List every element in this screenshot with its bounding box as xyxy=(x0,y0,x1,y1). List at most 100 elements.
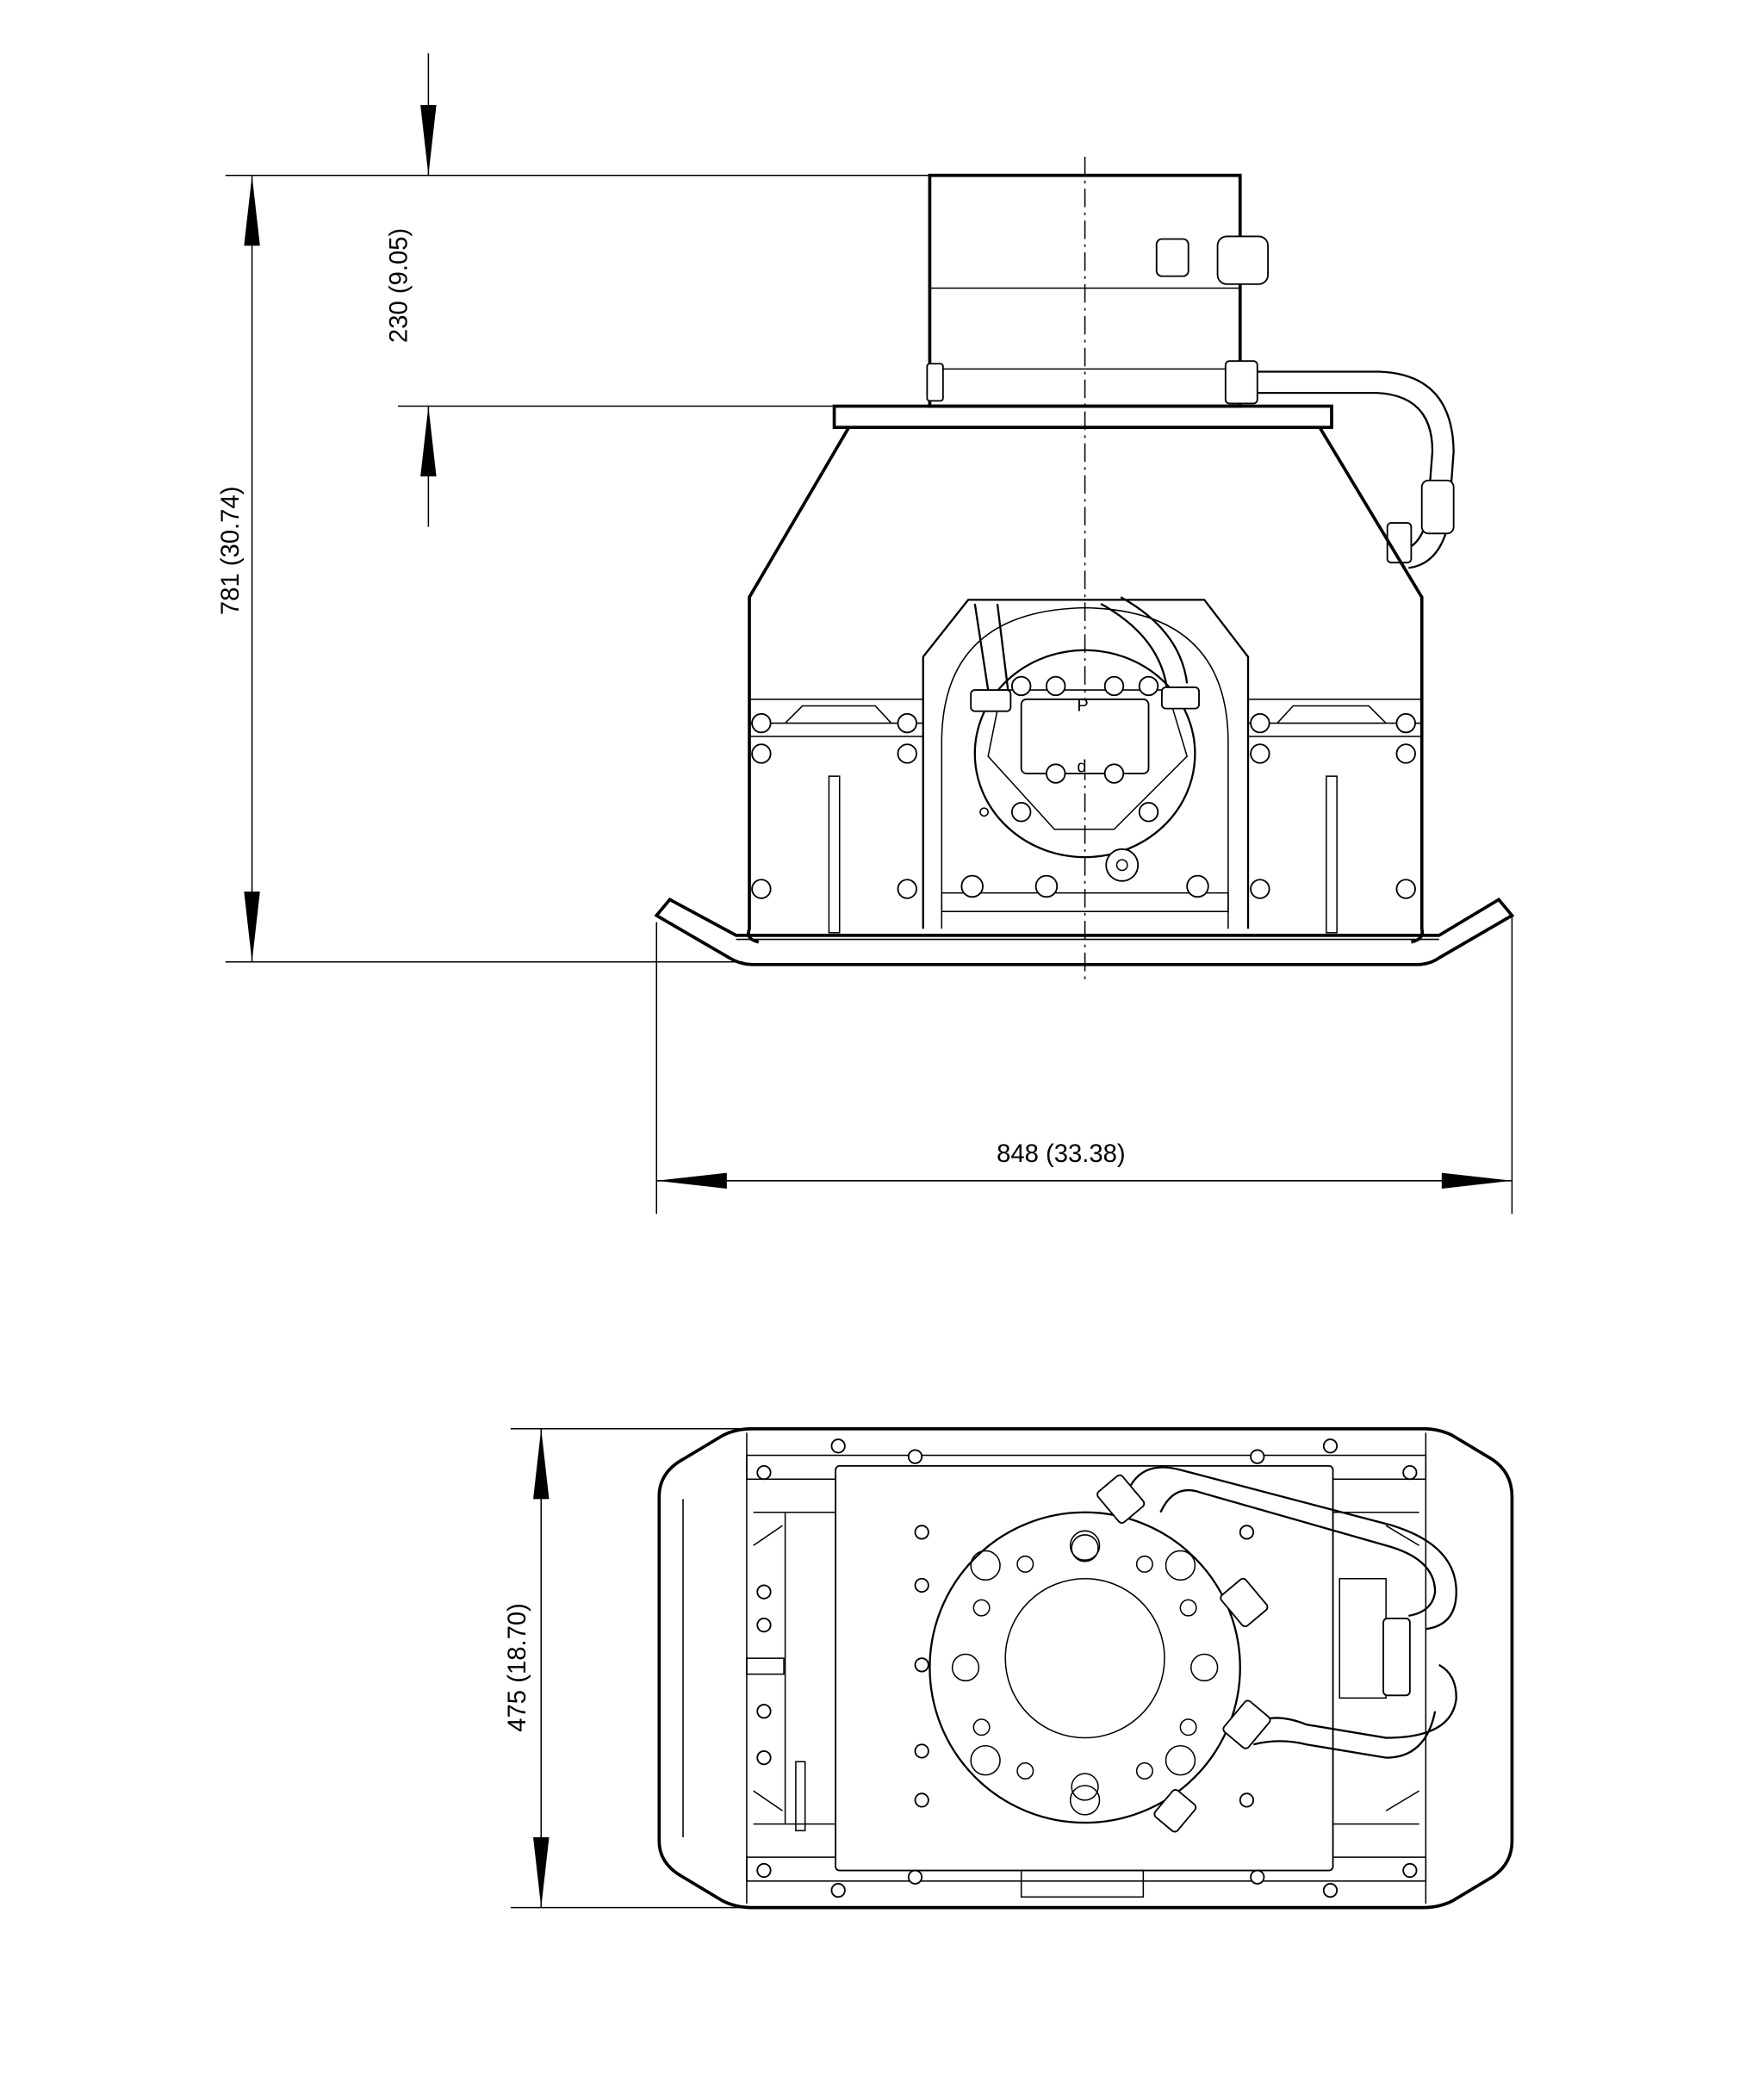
hose-fitting xyxy=(1420,479,1455,535)
side-block-right xyxy=(1332,1511,1420,1825)
side-panel-left xyxy=(748,699,924,934)
side-panel-right xyxy=(1247,699,1423,934)
motor-plate xyxy=(835,1464,1334,1872)
bolt xyxy=(1322,1438,1339,1454)
fitting-right xyxy=(1160,686,1200,710)
bolt xyxy=(914,1743,929,1759)
top-dimensions: 475 (18.70) xyxy=(504,1427,743,1909)
bolt xyxy=(751,879,772,899)
bolt xyxy=(751,712,772,734)
bolt xyxy=(1010,802,1032,823)
bolt xyxy=(914,1577,929,1594)
flange-hole xyxy=(1165,1745,1196,1776)
flange-hole xyxy=(972,1718,991,1736)
bolt xyxy=(1239,1792,1255,1808)
slot xyxy=(795,1761,806,1832)
bolt xyxy=(897,712,917,734)
fitting xyxy=(1155,238,1189,277)
bolt xyxy=(1250,1869,1265,1885)
side-block-left xyxy=(753,1511,836,1825)
arrow-down-icon xyxy=(420,104,437,176)
bolt xyxy=(756,1584,772,1600)
bolt xyxy=(1402,1862,1418,1879)
flange-hole xyxy=(1016,1555,1034,1573)
bolt xyxy=(1395,712,1416,734)
bolt xyxy=(907,1869,923,1885)
arrow-up-icon xyxy=(420,406,437,477)
top-hose-upper xyxy=(1126,1466,1457,1631)
flange-hole xyxy=(1190,1653,1219,1682)
bolt xyxy=(1046,763,1066,784)
bolt xyxy=(1402,1464,1418,1481)
bolt xyxy=(1138,802,1159,823)
flange-hole xyxy=(1135,1761,1153,1780)
hex-bolt xyxy=(1034,874,1059,898)
hose-inner xyxy=(1257,391,1434,550)
drain-plug xyxy=(1105,848,1140,882)
arrow-down-icon xyxy=(244,892,260,962)
bolt xyxy=(1250,879,1270,899)
flange-hole xyxy=(1165,1550,1196,1581)
motor-housing xyxy=(922,599,1250,929)
hex-bolt xyxy=(1186,874,1209,898)
motor-housing-inner xyxy=(941,606,1229,929)
arrow-down-icon xyxy=(533,1837,550,1908)
flange-hole xyxy=(1069,1785,1101,1816)
flange-hole xyxy=(951,1653,980,1682)
bolt xyxy=(756,1618,772,1633)
top-view xyxy=(657,1426,1514,1910)
hose-fitting xyxy=(1382,1618,1411,1697)
bolt xyxy=(756,1750,772,1766)
flange-hole xyxy=(970,1550,1001,1581)
dimension-total-height: 781 (30.74) xyxy=(217,487,245,616)
bolt xyxy=(907,1449,923,1464)
flange-hole xyxy=(1016,1761,1034,1780)
front-bolts xyxy=(751,675,1416,899)
fitting-left xyxy=(970,689,1012,712)
valve-block xyxy=(1339,1577,1387,1699)
bolt xyxy=(1395,879,1416,899)
bolt xyxy=(830,1438,846,1454)
bolt xyxy=(897,743,917,764)
bottom-bracket xyxy=(1020,1869,1145,1898)
arrow-right-icon xyxy=(1441,1172,1512,1190)
hole xyxy=(979,807,989,817)
motor-flange xyxy=(973,649,1196,859)
flange-hole xyxy=(1071,1773,1099,1801)
front-view: P d xyxy=(654,157,1515,985)
flange-hole xyxy=(972,1599,991,1617)
center-bore xyxy=(1004,1577,1165,1739)
flange-hole xyxy=(1071,1534,1099,1562)
hex-bolt xyxy=(960,874,984,898)
side-tab xyxy=(746,1657,785,1675)
bolt xyxy=(914,1792,929,1808)
nut-right xyxy=(1224,360,1258,405)
hose xyxy=(1257,370,1455,569)
front-dimensions: 781 (30.74) 230 (9.05) 848 (33.38) xyxy=(217,53,1513,1215)
bolt xyxy=(756,1464,772,1481)
arrow-left-icon xyxy=(656,1172,727,1190)
flange-hole xyxy=(1069,1530,1101,1561)
hose-fitting xyxy=(1222,1699,1271,1749)
bolt xyxy=(1103,675,1125,697)
bolt-holes xyxy=(756,1438,1418,1898)
flange-hole xyxy=(1179,1718,1197,1736)
arrow-up-icon xyxy=(244,175,260,246)
hose-fitting xyxy=(1220,1577,1269,1628)
lower-bracket xyxy=(941,892,1229,912)
port-label-p: P xyxy=(1077,697,1088,716)
bolt xyxy=(756,1862,772,1879)
bolt xyxy=(914,1525,929,1540)
flange-hole xyxy=(1135,1555,1153,1573)
top-hose-lower xyxy=(1252,1663,1457,1759)
bolt xyxy=(897,879,917,899)
motor-hose-right xyxy=(1100,596,1189,691)
bolt xyxy=(1239,1525,1255,1540)
bolt xyxy=(756,1704,772,1719)
bolt xyxy=(914,1657,929,1673)
rotary-flange xyxy=(929,1511,1241,1824)
bolt xyxy=(1395,743,1416,764)
bolt xyxy=(830,1883,846,1898)
arrow-up-icon xyxy=(533,1428,550,1500)
